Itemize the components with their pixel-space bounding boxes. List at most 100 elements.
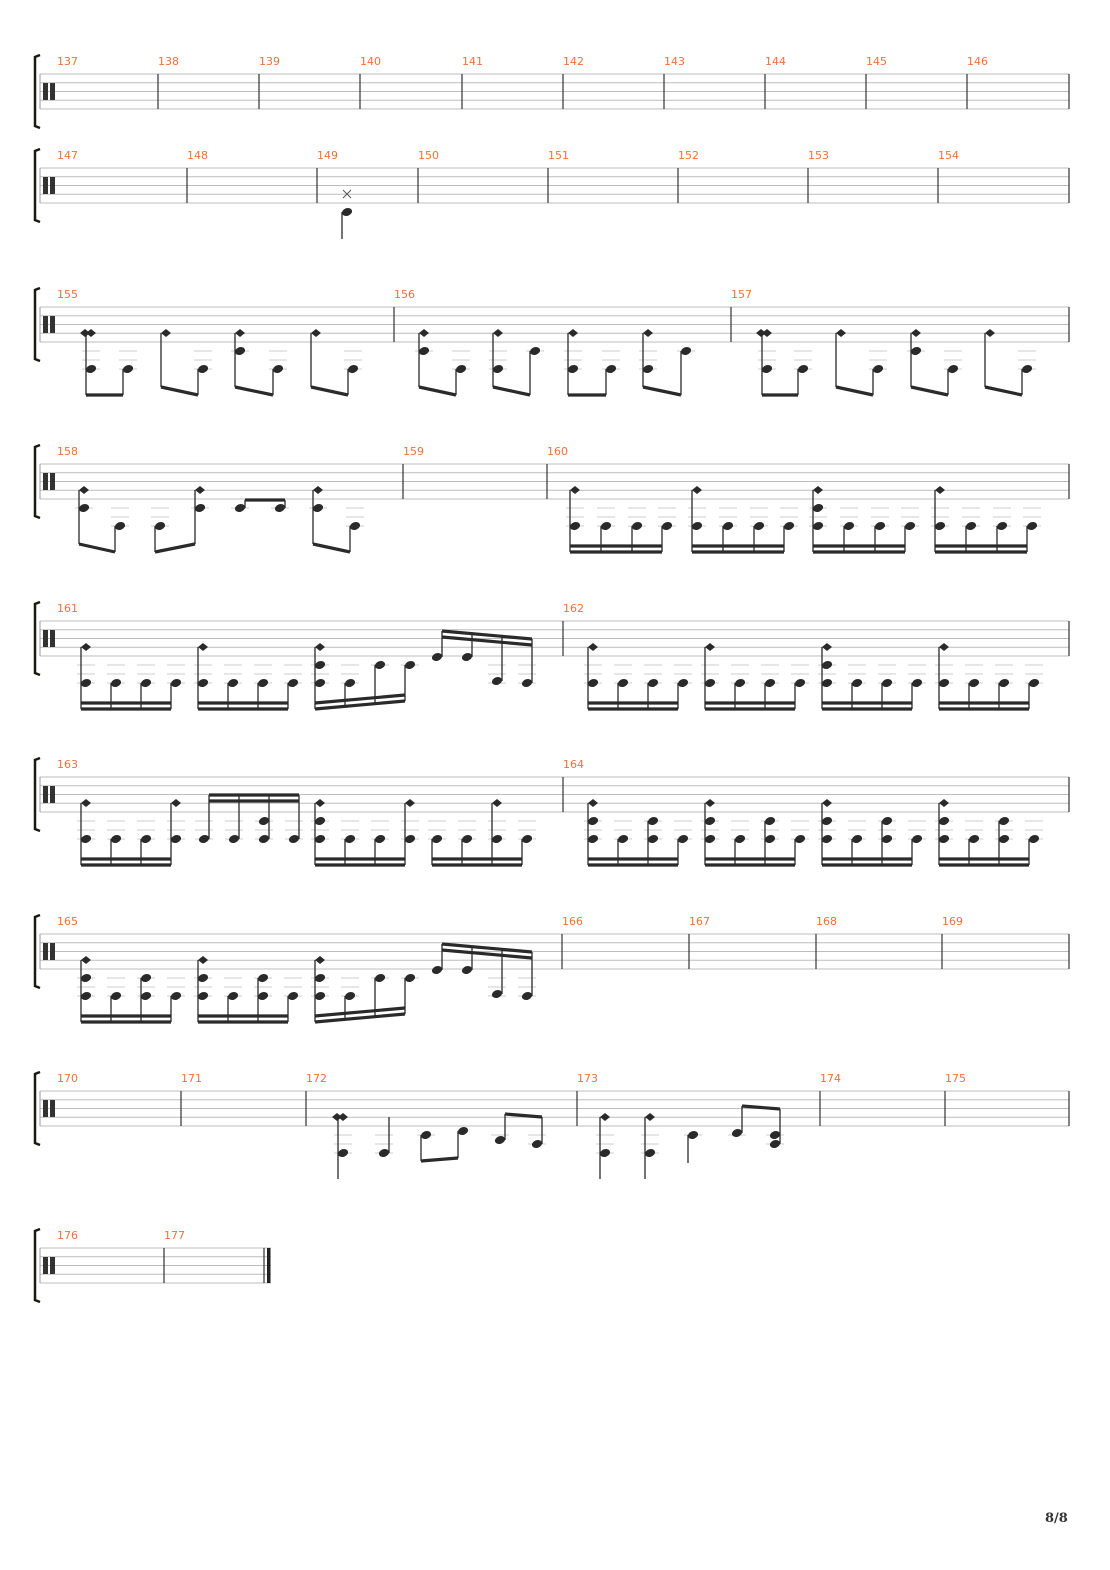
note-group — [835, 329, 887, 397]
notehead-icon — [904, 522, 916, 530]
hihat-notehead-icon — [822, 799, 832, 807]
notehead-icon — [587, 817, 599, 825]
percussion-clef-icon — [43, 177, 48, 194]
note-beam — [310, 385, 349, 397]
notehead-icon — [938, 835, 950, 843]
notehead-icon — [194, 504, 206, 512]
note-beam — [741, 1104, 781, 1111]
notehead-icon — [431, 966, 443, 974]
hihat-notehead-icon — [492, 799, 502, 807]
notehead-icon — [769, 1140, 781, 1148]
hihat-notehead-icon — [338, 1113, 348, 1121]
note-beam — [234, 385, 274, 397]
notehead-icon — [647, 835, 659, 843]
note-group — [195, 793, 303, 843]
notehead-icon — [344, 679, 356, 687]
note-group — [77, 643, 185, 711]
notehead-icon — [687, 1131, 699, 1139]
notehead-icon — [234, 504, 246, 512]
notehead-icon — [198, 835, 210, 843]
note-beam — [504, 1112, 543, 1119]
hihat-notehead-icon — [588, 643, 598, 651]
notehead-icon — [140, 679, 152, 687]
notehead-icon — [764, 817, 776, 825]
hihat-notehead-icon — [235, 329, 245, 337]
notehead-icon — [170, 835, 182, 843]
measure-number: 172 — [306, 1072, 327, 1085]
notehead-icon — [911, 679, 923, 687]
notehead-icon — [349, 522, 361, 530]
notehead-icon — [197, 679, 209, 687]
notehead-icon — [680, 347, 692, 355]
percussion-clef-icon — [43, 83, 48, 100]
note-group — [584, 799, 692, 867]
notehead-icon — [461, 653, 473, 661]
notehead-icon — [491, 677, 503, 685]
measure-number: 165 — [57, 915, 78, 928]
note-beam — [312, 542, 351, 554]
note-group — [311, 799, 419, 867]
hihat-notehead-icon — [315, 643, 325, 651]
notehead-icon — [114, 522, 126, 530]
notehead-icon — [731, 1129, 743, 1137]
notehead-icon — [272, 365, 284, 373]
notehead-icon — [257, 992, 269, 1000]
note-beam — [160, 385, 199, 397]
measure-number: 156 — [394, 288, 415, 301]
measure-number: 137 — [57, 55, 78, 68]
notehead-icon — [431, 835, 443, 843]
measure-number: 141 — [462, 55, 483, 68]
notehead-icon — [851, 679, 863, 687]
notehead-icon — [457, 1127, 469, 1135]
measure-number: 160 — [547, 445, 568, 458]
note-group — [417, 1127, 469, 1163]
note-group — [701, 643, 809, 711]
measure-number: 152 — [678, 149, 699, 162]
note-group — [596, 1113, 614, 1179]
system-bracket — [33, 443, 41, 520]
hihat-notehead-icon — [80, 329, 90, 337]
note-group — [194, 956, 302, 1024]
notehead-icon — [998, 835, 1010, 843]
notehead-icon — [337, 1149, 349, 1157]
note-group — [758, 329, 812, 397]
note-beam — [418, 385, 457, 397]
system-bracket — [33, 1070, 41, 1147]
notehead-icon — [314, 992, 326, 1000]
notehead-icon — [567, 365, 579, 373]
notehead-icon — [80, 974, 92, 982]
note-beam — [314, 699, 406, 711]
notehead-icon — [461, 835, 473, 843]
note-group — [311, 956, 419, 1024]
note-group — [931, 486, 1041, 554]
hihat-notehead-icon — [311, 329, 321, 337]
note-group — [809, 486, 919, 554]
percussion-clef-icon — [43, 943, 48, 960]
notehead-icon — [851, 835, 863, 843]
notehead-icon — [287, 992, 299, 1000]
notehead-icon — [85, 365, 97, 373]
hihat-notehead-icon — [315, 956, 325, 964]
measure-number: 164 — [563, 758, 584, 771]
notehead-icon — [122, 365, 134, 373]
notehead-icon — [341, 208, 353, 216]
note-group — [491, 1112, 546, 1148]
notehead-icon — [874, 522, 886, 530]
measure-number: 173 — [577, 1072, 598, 1085]
notehead-icon — [344, 992, 356, 1000]
notehead-icon — [968, 679, 980, 687]
notehead-icon — [734, 679, 746, 687]
hihat-notehead-icon — [198, 643, 208, 651]
notehead-icon — [617, 835, 629, 843]
notehead-icon — [1026, 522, 1038, 530]
notehead-icon — [404, 661, 416, 669]
notehead-icon — [531, 1140, 543, 1148]
notehead-icon — [374, 661, 386, 669]
note-group — [231, 329, 287, 397]
notehead-icon — [431, 653, 443, 661]
note-group — [641, 1113, 659, 1179]
